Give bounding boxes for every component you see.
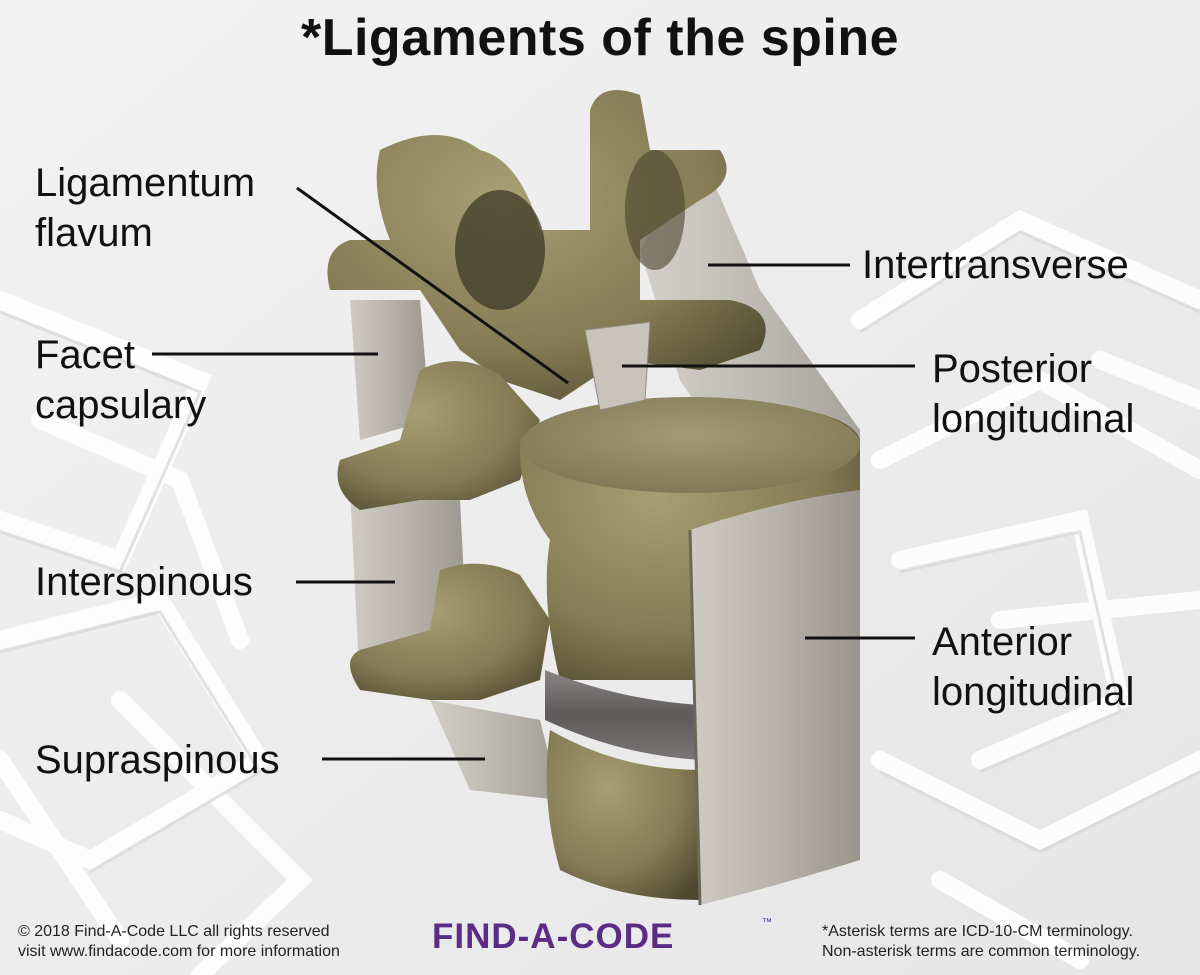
- label-line: Posterior: [932, 347, 1093, 391]
- diagram-title: *Ligaments of the spine: [300, 9, 900, 67]
- find-a-code-logo[interactable]: FIND-A-CODE ™: [432, 917, 772, 957]
- leader-ligamentum-flavum: [296, 186, 569, 385]
- label-ligamentum-flavum: Ligamentum flavum: [35, 158, 255, 258]
- label-line: flavum: [35, 211, 153, 255]
- intervertebral-disc: [545, 670, 700, 760]
- label-line: longitudinal: [932, 670, 1135, 714]
- visit-link[interactable]: visit www.findacode.com for more informa…: [18, 943, 340, 960]
- label-anterior-longitudinal: Anterior longitudinal: [932, 617, 1134, 717]
- label-supraspinous: Supraspinous: [35, 738, 280, 782]
- common-terms-note: Non-asterisk terms are common terminolog…: [822, 943, 1141, 960]
- label-intertransverse: Intertransverse: [862, 243, 1129, 287]
- label-line: capsulary: [35, 383, 207, 427]
- trademark-symbol: ™: [762, 917, 772, 928]
- logo-text: FIND-A-CODE: [432, 917, 675, 956]
- leader-lines: [152, 186, 915, 761]
- asterisk-note: *Asterisk terms are ICD-10-CM terminolog…: [822, 923, 1133, 940]
- vertebral-body-lower: [546, 730, 700, 900]
- label-line: Ligamentum: [35, 161, 256, 205]
- posterior-longitudinal-ligament: [584, 321, 651, 411]
- lower-vertebra-arch: [337, 361, 540, 510]
- label-facet-capsulary: Facet capsulary: [35, 330, 206, 430]
- anterior-longitudinal-ligament: [690, 490, 860, 905]
- supraspinous-ligament: [430, 700, 560, 800]
- label-line: Facet: [35, 333, 136, 377]
- label-posterior-longitudinal: Posterior longitudinal: [932, 344, 1134, 444]
- label-line: longitudinal: [932, 397, 1135, 441]
- label-interspinous: Interspinous: [35, 560, 253, 604]
- copyright-text: © 2018 Find-A-Code LLC all rights reserv…: [18, 923, 330, 940]
- label-line: Anterior: [932, 620, 1073, 664]
